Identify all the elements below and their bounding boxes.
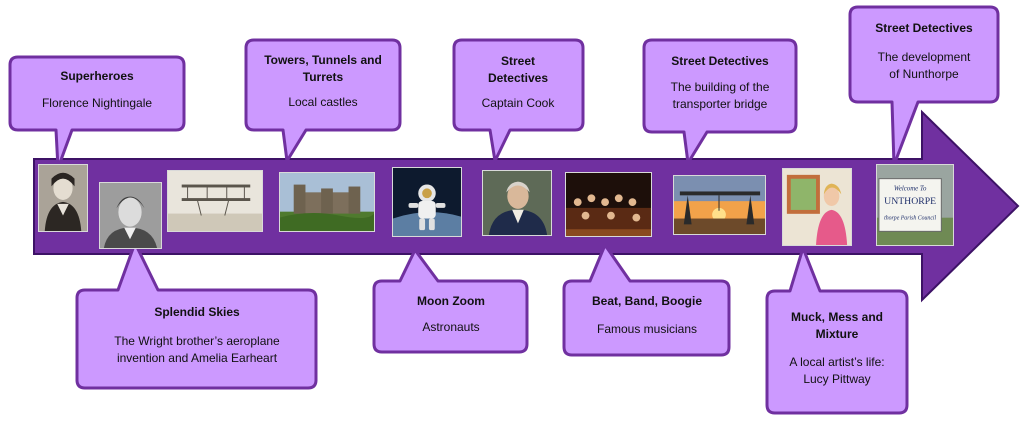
callout-muck-mess-shape	[765, 246, 909, 415]
photo-florence-nightingale	[38, 164, 88, 232]
photo-captain-cook	[482, 170, 552, 236]
callout-body: The Wright brother’s aeroplane invention…	[114, 334, 280, 365]
sign-line-3: thorpe Parish Council	[884, 216, 936, 222]
callout-body: Captain Cook	[481, 96, 555, 110]
photo-wright-flyer	[167, 170, 263, 232]
callout-body: Astronauts	[422, 320, 480, 334]
callout-towers-tunnels-turrets: Towers, Tunnels and Turrets Local castle…	[262, 52, 384, 111]
callout-title: Superheroes	[60, 69, 134, 83]
callout-title: Beat, Band, Boogie	[591, 294, 702, 308]
callout-body: Famous musicians	[596, 322, 698, 336]
photo-castle	[279, 172, 375, 232]
callout-title: Street Detectives	[875, 21, 973, 35]
sign-line-1: Welcome To	[894, 185, 927, 192]
photo-orchestra	[565, 172, 652, 237]
photo-artist	[782, 168, 852, 246]
callout-body: A local artist’s life: Lucy Pittway	[789, 355, 885, 386]
callout-body: Local castles	[288, 95, 358, 109]
callout-transporter-bridge: Street Detectives The building of the tr…	[652, 53, 788, 113]
photo-astronaut	[392, 167, 462, 237]
callout-towers-shape	[244, 38, 402, 163]
callout-title: Street Detectives	[487, 54, 549, 85]
photo-transporter-bridge	[673, 175, 766, 235]
callout-title: Towers, Tunnels and Turrets	[264, 53, 382, 84]
callout-transporter-bridge-shape	[642, 38, 798, 165]
callout-splendid-skies-shape	[75, 241, 318, 390]
callout-title: Splendid Skies	[154, 305, 240, 319]
callout-captain-cook: Street Detectives Captain Cook	[478, 53, 558, 112]
callout-splendid-skies: Splendid Skies The Wright brother’s aero…	[90, 304, 304, 367]
callout-beat-band-shape	[562, 243, 731, 357]
callout-body: The building of the transporter bridge	[670, 80, 770, 111]
callout-title: Street Detectives	[671, 54, 769, 68]
callout-moon-zoom-shape	[372, 248, 529, 354]
callout-superheroes-shape	[8, 55, 186, 170]
photo-amelia-earhart	[99, 182, 162, 249]
callout-title: Moon Zoom	[417, 294, 485, 308]
callout-moon-zoom: Moon Zoom Astronauts	[380, 293, 522, 336]
sign-line-2: UNTHORPE	[884, 196, 936, 207]
callout-nunthorpe: Street Detectives The development of Nun…	[860, 20, 988, 83]
callout-superheroes: Superheroes Florence Nightingale	[14, 68, 180, 112]
photo-nunthorpe-sign: Welcome To UNTHORPE thorpe Parish Counci…	[876, 164, 954, 246]
callout-captain-cook-shape	[452, 38, 585, 163]
callout-nunthorpe-shape	[848, 5, 1000, 167]
callout-title: Muck, Mess and Mixture	[790, 310, 884, 341]
callout-muck-mess-mixture: Muck, Mess and Mixture A local artist’s …	[774, 309, 900, 388]
callout-body: The development of Nunthorpe	[877, 50, 971, 81]
callout-beat-band-boogie: Beat, Band, Boogie Famous musicians	[570, 293, 724, 338]
callout-body: Florence Nightingale	[41, 96, 153, 110]
